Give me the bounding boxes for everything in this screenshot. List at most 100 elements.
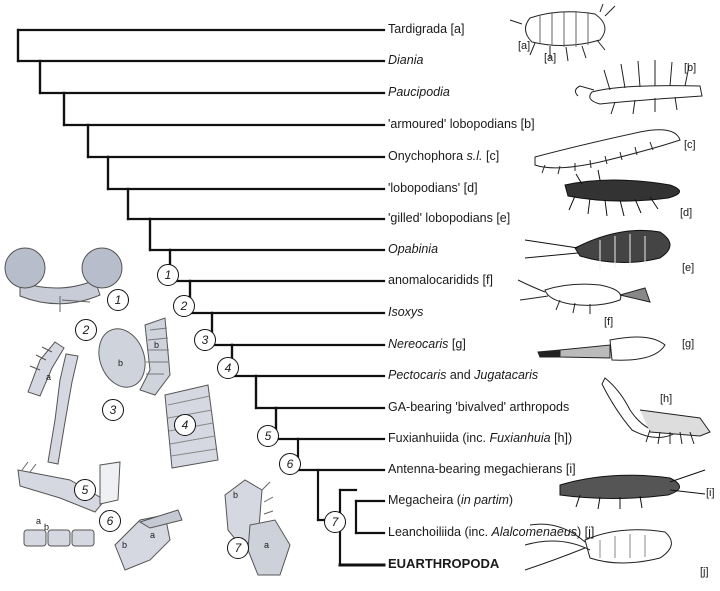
taxon-label: 'lobopodians' [d] (388, 181, 478, 195)
taxon-label-part: GA-bearing 'bivalved' arthropods (388, 400, 570, 414)
taxon-label-part: [e] (496, 211, 511, 225)
taxon-label-part: [f] (482, 273, 493, 287)
panel-part-letter: b (233, 490, 239, 500)
taxon-label: Tardigrada [a] (388, 22, 464, 36)
illustration-tag: [c] (684, 139, 696, 151)
megacheiran-illustration (559, 469, 706, 510)
armoured-lobopodian-illustration (574, 60, 703, 115)
taxon-label: Diania (388, 53, 423, 67)
taxon-label-part: s.l. (466, 149, 483, 163)
panel-part-letter: a (36, 516, 42, 526)
taxon-label-part: Leanchoiliida (inc. (388, 525, 492, 539)
clade-node-4: 4 (217, 357, 239, 379)
taxon-label-part: Fuxianhuia (489, 431, 551, 445)
taxon-label-part: ) (508, 493, 514, 507)
taxon-label: Pectocaris and Jugatacaris (388, 368, 538, 382)
taxon-label: Paucipodia (388, 85, 450, 99)
tree-branches (16, 28, 386, 567)
taxon-label-part: 'armoured' lobopodians (388, 117, 521, 131)
panel-number-2: 2 (75, 319, 97, 341)
panel-6-illustration (23, 509, 183, 571)
clade-node-2: 2 (173, 295, 195, 317)
panel-part-letter: b (118, 358, 124, 368)
taxon-label-part: 'lobopodians' (388, 181, 464, 195)
taxon-label-part: ) [j] (577, 525, 595, 539)
taxon-label: Fuxianhuiida (inc. Fuxianhuia [h]) (388, 431, 572, 445)
taxon-label-part: 'gilled' lobopodians (388, 211, 497, 225)
taxon-label-part: Alalcomenaeus (491, 525, 578, 539)
taxon-label: anomalocaridids [f] (388, 273, 493, 287)
clade-node-7: 7 (324, 511, 346, 533)
taxon-label-part: [g] (448, 337, 466, 351)
taxon-label-part: Nereocaris (388, 337, 449, 351)
panel-7-illustration (224, 479, 291, 576)
taxon-label: Opabinia (388, 242, 438, 256)
taxon-label-part: Opabinia (388, 242, 439, 256)
panel-number-7: 7 (227, 537, 249, 559)
clade-node-3: 3 (194, 329, 216, 351)
panel-part-letter: b (154, 340, 160, 350)
taxon-label-part: Jugatacaris (474, 368, 539, 382)
nereocaris-illustration (537, 336, 666, 361)
taxon-label-part: in partim (460, 493, 509, 507)
panel-3-illustration (98, 317, 171, 396)
illustration-tag: [g] (682, 338, 695, 350)
illustration-tag: [a] (544, 52, 557, 64)
anomalocaridid-illustration (517, 279, 651, 314)
taxon-label-part: Antenna-bearing megachierans (388, 462, 566, 476)
illustration-tag: [e] (682, 262, 695, 274)
panel-number-4: 4 (174, 414, 196, 436)
panel-number-3: 3 (102, 399, 124, 421)
taxon-label: 'gilled' lobopodians [e] (388, 211, 510, 225)
panel-number-1: 1 (107, 289, 129, 311)
fuxianhuia-illustration (601, 377, 711, 445)
panel-part-letter: a (264, 540, 270, 550)
illustration-tag: [b] (684, 62, 697, 74)
taxon-label: Onychophora s.l. [c] (388, 149, 499, 163)
panel-part-letter: a (150, 530, 156, 540)
panel-2-illustration (27, 341, 79, 465)
taxon-label-part: Paucipodia (388, 85, 450, 99)
taxon-label: EUARTHROPODA (388, 557, 499, 571)
taxon-label-part: and (446, 368, 475, 382)
taxon-label: Megacheira (in partim) (388, 493, 513, 507)
panel-5-illustration (17, 461, 121, 513)
illustration-tag: [a] (518, 40, 531, 52)
taxon-label-part: Pectocaris (388, 368, 447, 382)
taxon-label-part: [i] (565, 462, 576, 476)
taxon-label-part: anomalocaridids (388, 273, 483, 287)
taxon-label: Antenna-bearing megachierans [i] (388, 462, 576, 476)
illustration-tag: [d] (680, 207, 693, 219)
taxon-label-part: EUARTHROPODA (388, 556, 500, 571)
panel-part-letter: b (122, 540, 128, 550)
taxon-label: GA-bearing 'bivalved' arthropods (388, 400, 569, 414)
onychophoran-illustration (534, 129, 681, 175)
panel-1-illustration (4, 247, 123, 312)
clade-node-5: 5 (257, 425, 279, 447)
taxon-label-part: Isoxys (388, 305, 424, 319)
illustration-tag: [j] (700, 566, 709, 578)
taxon-label: Nereocaris [g] (388, 337, 466, 351)
illustration-tag: [h] (660, 393, 673, 405)
opabinia-gilled-illustration (524, 229, 671, 270)
panel-part-letter: a (46, 372, 52, 382)
clade-node-1: 1 (157, 264, 179, 286)
leanchoiliid-illustration (524, 523, 672, 571)
taxon-label-part: Tardigrada (388, 22, 451, 36)
panel-part-letter: b (44, 522, 50, 532)
clade-node-6: 6 (279, 453, 301, 475)
taxon-label: Isoxys (388, 305, 423, 319)
tardigrade-illustration (509, 3, 616, 62)
panel-number-6: 6 (99, 510, 121, 532)
taxon-label-part: Onychophora (388, 149, 467, 163)
illustration-tag: [i] (706, 487, 715, 499)
taxon-label-part: [b] (520, 117, 535, 131)
taxon-label-part: [a] (450, 22, 465, 36)
taxon-label-part: Diania (388, 53, 424, 67)
panel-number-5: 5 (74, 479, 96, 501)
taxon-label-part: [h]) (550, 431, 573, 445)
taxon-label: Leanchoiliida (inc. Alalcomenaeus) [j] (388, 525, 594, 539)
taxon-label-part: [d] (463, 181, 478, 195)
lobopodian-d-illustration (564, 169, 680, 217)
